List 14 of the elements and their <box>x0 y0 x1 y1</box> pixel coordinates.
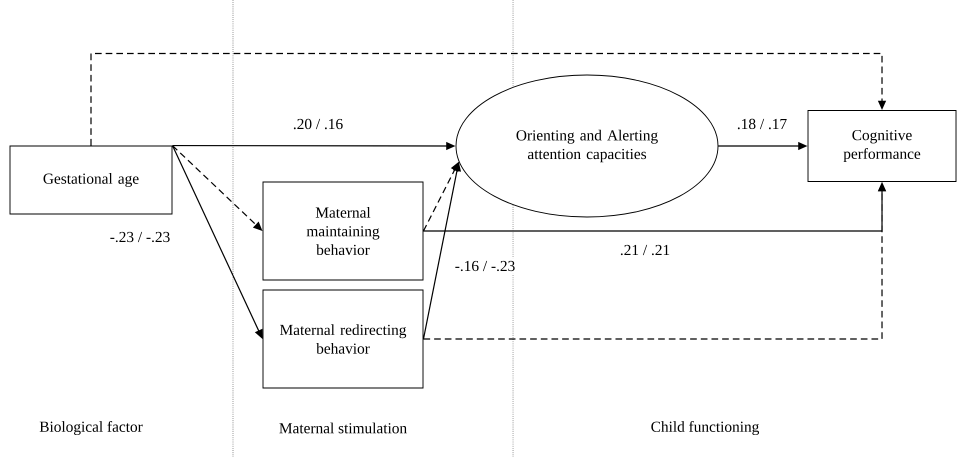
variable-box: Cognitive performance <box>808 110 956 182</box>
edge-label: -.16 / -.23 <box>452 258 518 274</box>
variable-box: Maternal maintaining behavior <box>262 182 424 280</box>
edge-label: -.23 / -.23 <box>107 229 173 245</box>
edge-label: .20 / .16 <box>290 116 346 132</box>
variable-box: Gestational age <box>10 146 172 214</box>
section-label: Biological factor <box>36 418 146 438</box>
arrow <box>90 52 886 146</box>
edge-label: .21 / .21 <box>617 242 673 258</box>
variable-box: Maternal redirecting behavior <box>262 290 424 388</box>
section-label: Child functioning <box>648 418 762 438</box>
edge-label: .18 / .17 <box>734 116 790 132</box>
arrow <box>172 145 262 231</box>
section-label: Maternal stimulation <box>276 420 410 436</box>
